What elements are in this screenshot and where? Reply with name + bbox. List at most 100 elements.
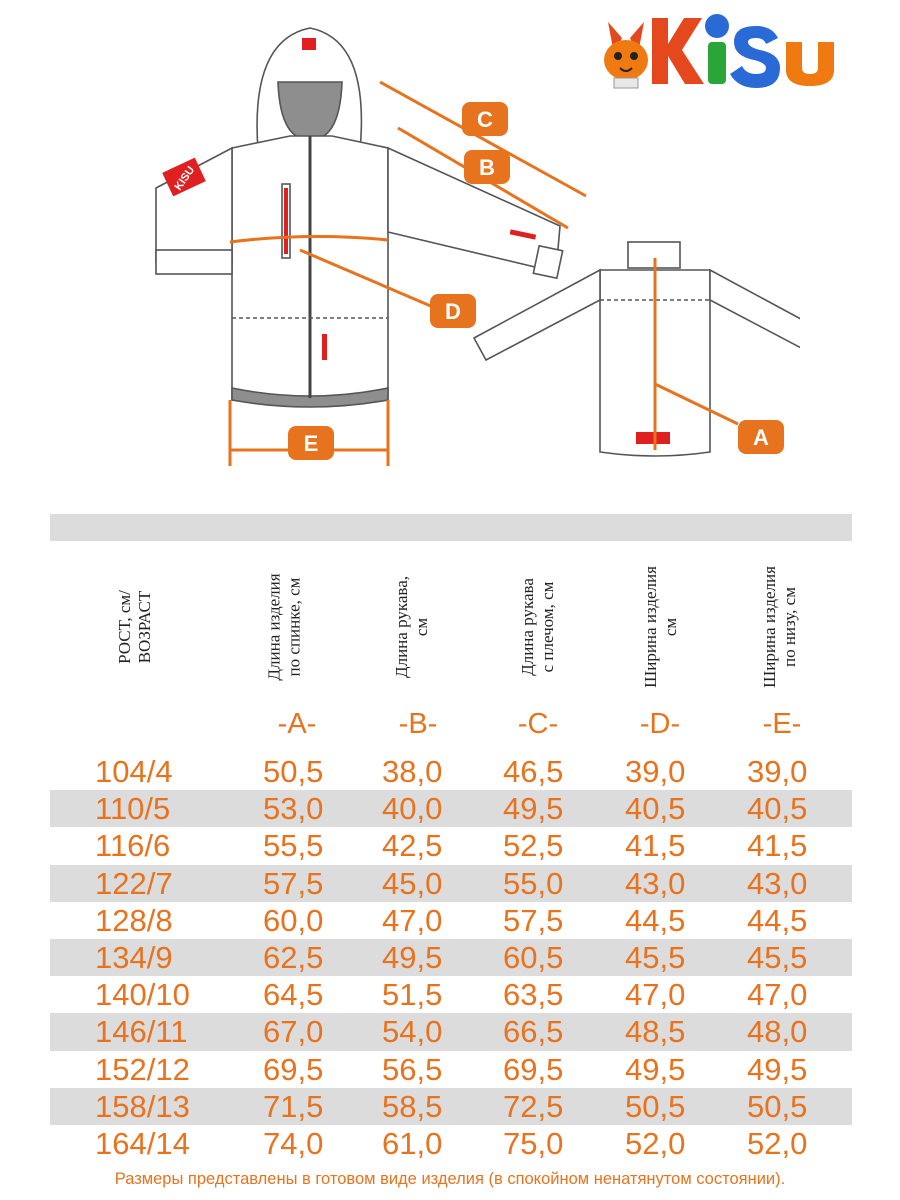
jacket-front-view — [155, 27, 564, 408]
measurement-cell: 48,5 — [625, 1014, 686, 1050]
measurement-cell: 38,0 — [382, 754, 443, 790]
measurement-cell: 45,5 — [747, 940, 808, 976]
height-age-cell: 146/11 — [95, 1014, 188, 1050]
measurement-cell: 71,5 — [263, 1088, 324, 1124]
measurement-cell: 43,0 — [747, 865, 808, 901]
header-line: с плечом, см — [538, 581, 557, 673]
measurement-cell: 48,0 — [747, 1014, 808, 1050]
fox-mascot-icon — [604, 22, 648, 89]
sleeve-zip-pull-icon — [509, 229, 537, 240]
kisu-logo — [604, 14, 834, 89]
column-header-d: Ширина изделия см — [601, 542, 721, 712]
height-age-cell: 152/12 — [95, 1051, 190, 1087]
header-line: ВОЗРАСТ — [134, 590, 154, 664]
measurement-cell: 67,0 — [263, 1014, 324, 1050]
measurement-cell: 55,0 — [503, 865, 564, 901]
measurement-cell: 66,5 — [503, 1014, 564, 1050]
header-line: РОСТ, см/ — [114, 590, 134, 664]
measurement-cell: 39,0 — [747, 754, 808, 790]
svg-text:A: A — [753, 425, 769, 450]
measurement-cell: 58,5 — [382, 1088, 443, 1124]
height-age-cell: 164/14 — [95, 1125, 190, 1161]
back-reflector-icon — [636, 432, 670, 444]
marker-b: B — [464, 150, 510, 184]
measurement-cell: 53,0 — [263, 791, 324, 827]
measurement-cell: 47,0 — [747, 977, 808, 1013]
measurement-cell: 50,5 — [747, 1088, 808, 1124]
header-line: Ширина изделия — [760, 566, 779, 688]
height-age-cell: 140/10 — [95, 977, 190, 1013]
svg-text:D: D — [445, 299, 461, 324]
column-letter-b: -B- — [398, 708, 438, 740]
pocket-zip-pull-icon — [322, 334, 327, 360]
header-line: см — [412, 617, 431, 637]
column-letter-e: -E- — [762, 708, 802, 740]
measurement-cell: 52,5 — [503, 828, 564, 864]
measurement-cell: 50,5 — [625, 1088, 686, 1124]
measurement-cell: 55,5 — [263, 828, 324, 864]
marker-a: A — [738, 420, 784, 454]
column-header-e: Ширина изделия по низу, см — [720, 542, 840, 712]
marker-e: E — [288, 426, 334, 460]
height-column-header: РОСТ, см/ ВОЗРАСТ — [80, 542, 190, 712]
measurement-cell: 49,5 — [625, 1051, 686, 1087]
measurement-cell: 40,0 — [382, 791, 443, 827]
measurement-cell: 47,0 — [382, 902, 443, 938]
height-age-cell: 134/9 — [95, 940, 173, 976]
size-table-body: 104/4 50,5 38,0 46,5 39,0 39,0 110/5 53,0 40,0 49… — [50, 753, 852, 1162]
height-age-cell: 110/5 — [95, 791, 171, 827]
table-row: 146/11 67,0 54,0 66,5 48,5 48,0 — [50, 1013, 852, 1051]
measurement-cell: 45,0 — [382, 865, 443, 901]
measurement-cell: 42,5 — [382, 828, 443, 864]
column-header-c: Длина рукава с плечом, см — [478, 542, 598, 712]
table-header-band — [50, 514, 852, 541]
header-line: по низу, см — [780, 587, 799, 668]
footnote: Размеры представлены в готовом виде изде… — [114, 1170, 786, 1188]
header-line: Ширина изделия — [641, 566, 660, 688]
svg-text:E: E — [304, 431, 319, 456]
jacket-measurement-diagram: KISU A B C D E — [155, 27, 800, 466]
measurement-cell: 64,5 — [263, 977, 324, 1013]
header-line: по спинке, см — [284, 577, 304, 677]
measurement-cell: 40,5 — [747, 791, 808, 827]
column-letter-c: -C- — [517, 708, 559, 740]
kisu-wordmark — [652, 14, 834, 88]
measurement-cell: 41,5 — [625, 828, 686, 864]
column-letter-a: -A- — [277, 708, 317, 740]
height-age-cell: 104/4 — [95, 754, 173, 790]
measurement-cell: 62,5 — [263, 940, 324, 976]
measurement-cell: 60,0 — [263, 902, 324, 938]
measurement-cell: 61,0 — [382, 1125, 443, 1161]
header-line: см — [661, 617, 680, 637]
marker-c: C — [462, 102, 508, 136]
measurement-cell: 46,5 — [503, 754, 564, 790]
svg-text:C: C — [477, 107, 493, 132]
height-age-cell: 116/6 — [95, 828, 171, 864]
measurement-cell: 45,5 — [625, 940, 686, 976]
measurement-cell: 49,5 — [382, 940, 443, 976]
measurement-cell: 54,0 — [382, 1014, 443, 1050]
column-header-a: Длина изделия по спинке, см — [225, 542, 345, 712]
measurement-cell: 69,5 — [263, 1051, 324, 1087]
measurement-cell: 39,0 — [625, 754, 686, 790]
column-header-b: Длина рукава, см — [352, 542, 472, 712]
measurement-cell: 50,5 — [263, 754, 324, 790]
measurement-cell: 63,5 — [503, 977, 564, 1013]
measurement-cell: 57,5 — [503, 902, 564, 938]
measurement-cell: 49,5 — [747, 1051, 808, 1087]
measurement-cell: 57,5 — [263, 865, 324, 901]
measurement-cell: 51,5 — [382, 977, 443, 1013]
height-age-cell: 158/13 — [95, 1088, 190, 1124]
measurement-cell: 56,5 — [382, 1051, 443, 1087]
measurement-cell: 75,0 — [503, 1125, 564, 1161]
column-letter-d: -D- — [639, 708, 681, 740]
height-age-cell: 122/7 — [95, 865, 173, 901]
measurement-cell: 44,5 — [747, 902, 808, 938]
